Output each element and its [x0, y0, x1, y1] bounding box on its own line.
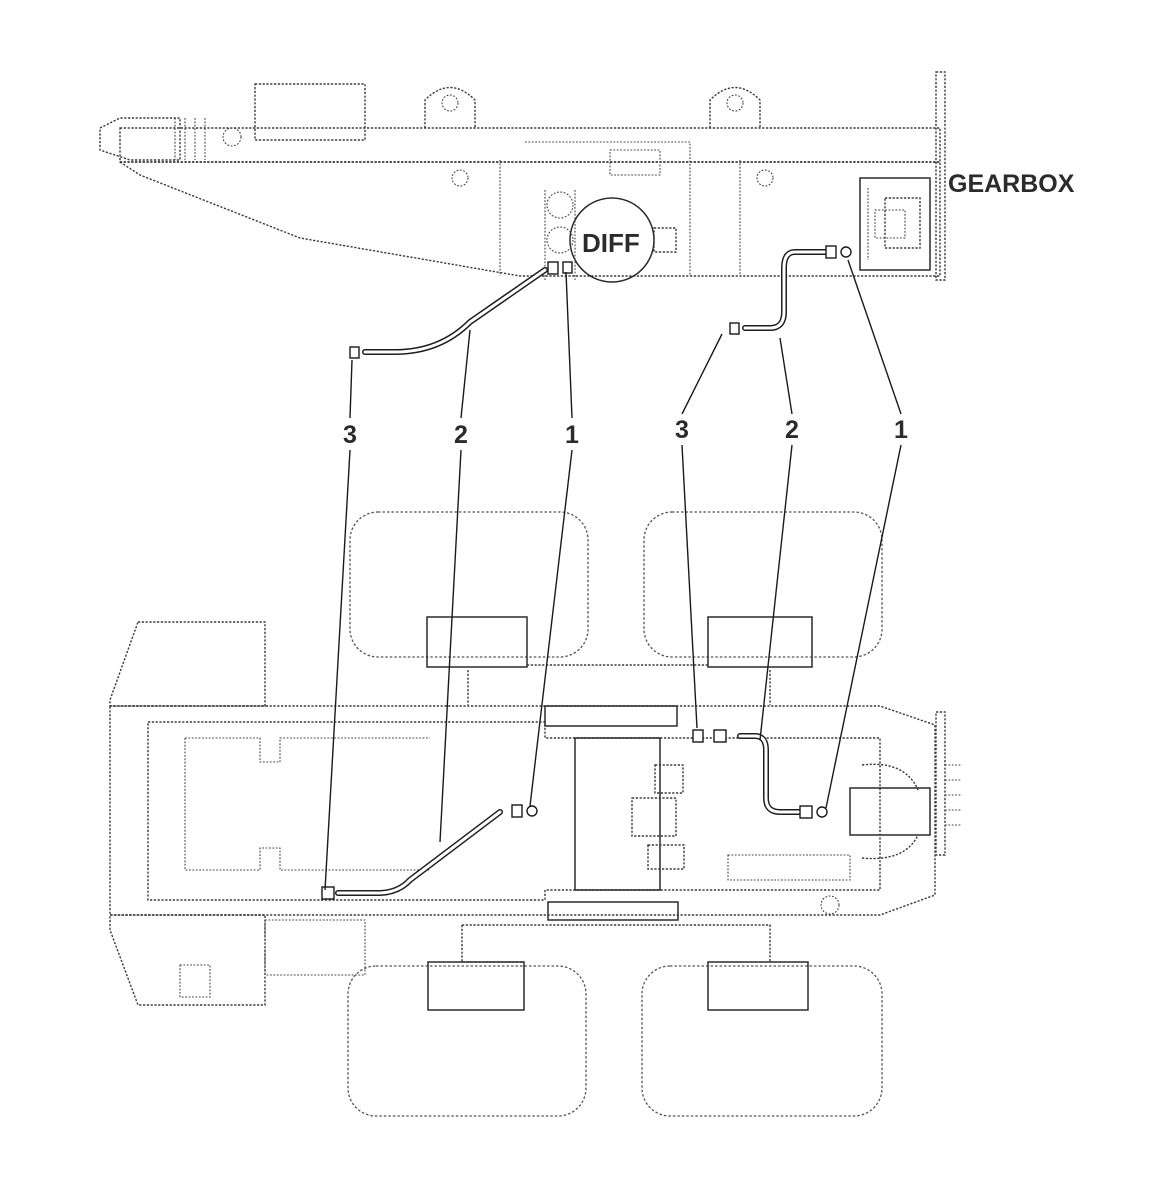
leader-3-right-top — [681, 333, 723, 415]
upper-main-beam — [119, 127, 941, 163]
wheel-front-left — [349, 511, 589, 658]
upper-fitting-a — [349, 346, 360, 359]
leader-lines — [324, 259, 902, 891]
upper-bolt-a — [451, 169, 469, 187]
lower-chassis-view — [109, 511, 962, 1117]
lower-bracket — [727, 854, 851, 881]
leader-3-right-bottom — [681, 444, 698, 729]
diff-port-lower — [546, 226, 574, 254]
upper-inner-panel-d — [609, 149, 661, 176]
leader-3-left-bottom — [324, 449, 351, 891]
axle-block-rear-left — [427, 961, 525, 1011]
upper-front-end — [99, 117, 181, 161]
leader-2-left-bottom — [439, 449, 462, 843]
lower-hose-right-core — [738, 734, 802, 814]
leader-2-left-top — [460, 329, 471, 419]
upper-chassis-view — [99, 71, 946, 283]
valve-port-c — [647, 844, 685, 870]
leader-2-right-top — [779, 337, 793, 415]
front-axle — [467, 664, 771, 705]
upper-lifting-lug-right — [709, 86, 761, 128]
upper-lifting-lug-left — [424, 86, 476, 128]
upper-bolt-b — [756, 169, 774, 187]
wheel-front-right — [643, 511, 883, 658]
upper-fitting-d — [562, 261, 573, 274]
gearbox-label: GEARBOX — [948, 170, 1075, 198]
lower-fitting-g — [816, 806, 828, 818]
upper-hose-diff-core — [363, 268, 547, 354]
rear-axle — [461, 924, 771, 963]
lower-gearbox-motor — [849, 787, 931, 836]
upper-rear-plate — [935, 71, 946, 281]
lower-rear-plate — [109, 914, 266, 1006]
gearbox-detail — [867, 188, 906, 260]
lower-rear-end-ribs — [945, 764, 962, 826]
valve-port-b — [631, 797, 677, 837]
lower-hose-right — [737, 733, 803, 815]
upper-spring — [174, 118, 206, 160]
leader-1-left-top — [565, 271, 573, 419]
wheel-rear-right — [641, 965, 883, 1117]
gearbox-inner — [884, 197, 921, 249]
callout-1-left: 1 — [565, 421, 579, 449]
lower-gearbox-bell — [861, 763, 919, 860]
lower-rear-end-plate — [935, 711, 946, 856]
lower-hoses — [321, 729, 828, 900]
lower-hose-left — [335, 809, 503, 896]
callout-2-right: 2 — [785, 416, 799, 444]
lower-fitting-c — [526, 805, 538, 817]
lower-chassis-cutout — [184, 737, 430, 871]
leader-1-left-bottom — [529, 449, 573, 807]
leader-1-right-bottom — [825, 444, 902, 809]
axle-block-front-right — [707, 616, 813, 668]
central-top-bar — [544, 705, 678, 727]
upper-fitting-b — [729, 322, 740, 335]
callout-3-left: 3 — [343, 421, 357, 449]
lower-tow-hitch — [179, 964, 211, 998]
upper-beam-lower-edge — [119, 161, 941, 277]
lower-rear-plate-box — [264, 919, 366, 976]
leader-1-right-top — [847, 259, 902, 415]
upper-rear-box — [254, 83, 366, 141]
callout-2-left: 2 — [454, 421, 468, 449]
upper-hoses — [349, 245, 852, 359]
leader-3-left-top — [349, 359, 353, 419]
diff-mount — [544, 190, 576, 280]
diff-label: DIFF — [582, 228, 640, 258]
upper-lug-hole-right — [726, 94, 744, 112]
callout-1-right: 1 — [894, 416, 908, 444]
central-bottom-bar — [547, 901, 679, 921]
upper-inner-panel-a — [525, 141, 691, 276]
axle-block-front-left — [426, 616, 528, 668]
upper-fitting-e — [825, 245, 837, 259]
upper-fitting-f — [840, 246, 852, 258]
leader-2-right-bottom — [759, 444, 793, 741]
lower-bolt-a — [820, 895, 840, 915]
upper-fitting-c — [547, 261, 559, 275]
gearbox-housing — [859, 177, 931, 271]
lower-cab-plate — [109, 621, 266, 707]
lower-fitting-f — [799, 805, 813, 819]
lower-fitting-e — [713, 729, 727, 743]
lower-chassis-inner — [147, 721, 881, 901]
upper-hose-diff — [362, 267, 548, 355]
wheel-rear-left — [347, 965, 587, 1117]
axle-block-rear-right — [707, 961, 809, 1011]
central-transfer-block — [574, 737, 661, 891]
callout-3-right: 3 — [675, 416, 689, 444]
upper-lug-hole-left — [441, 94, 459, 112]
lower-fitting-b — [511, 804, 523, 818]
upper-hose-gearbox-core — [743, 250, 827, 330]
lower-hose-left-core — [336, 810, 502, 895]
diff-port-upper — [546, 191, 574, 219]
differential-flange — [653, 227, 677, 253]
lower-fitting-a — [321, 886, 335, 900]
lower-fitting-d — [692, 729, 704, 743]
upper-bolt-c — [222, 127, 242, 147]
valve-port-a — [654, 764, 684, 794]
